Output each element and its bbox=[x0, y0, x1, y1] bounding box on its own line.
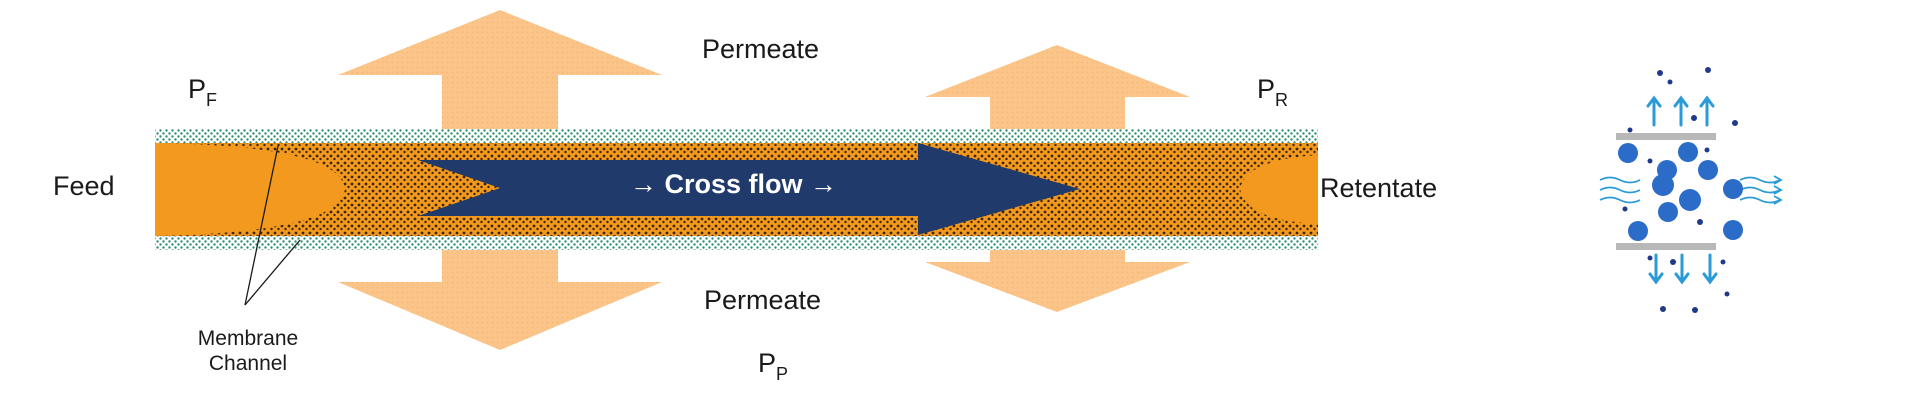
cross-flow-arrow bbox=[418, 143, 1080, 235]
membrane-bottom bbox=[155, 236, 1318, 250]
permeate-arrow-up-right bbox=[925, 45, 1190, 130]
permeate-arrow-up-left bbox=[338, 10, 662, 130]
membrane-top bbox=[155, 129, 1318, 143]
feed-core bbox=[155, 148, 330, 232]
membrane-channel-label: Membrane Channel bbox=[197, 327, 299, 376]
permeate-pressure-label: PP bbox=[758, 348, 789, 384]
permeate-arrow-down-right bbox=[925, 245, 1190, 312]
membrane-filtration-icon bbox=[1599, 67, 1783, 313]
permeate-top-label: Permeate bbox=[702, 34, 820, 64]
cross-flow-label: → Cross flow → bbox=[630, 169, 838, 199]
retentate-label: Retentate bbox=[1320, 173, 1438, 203]
feed-label: Feed bbox=[53, 171, 115, 201]
feed-pressure-label: PF bbox=[188, 74, 218, 110]
retentate-core bbox=[1240, 155, 1318, 224]
retentate-pressure-label: PR bbox=[1257, 74, 1289, 110]
permeate-arrow-down-left bbox=[338, 245, 662, 350]
permeate-bottom-label: Permeate bbox=[704, 285, 822, 315]
